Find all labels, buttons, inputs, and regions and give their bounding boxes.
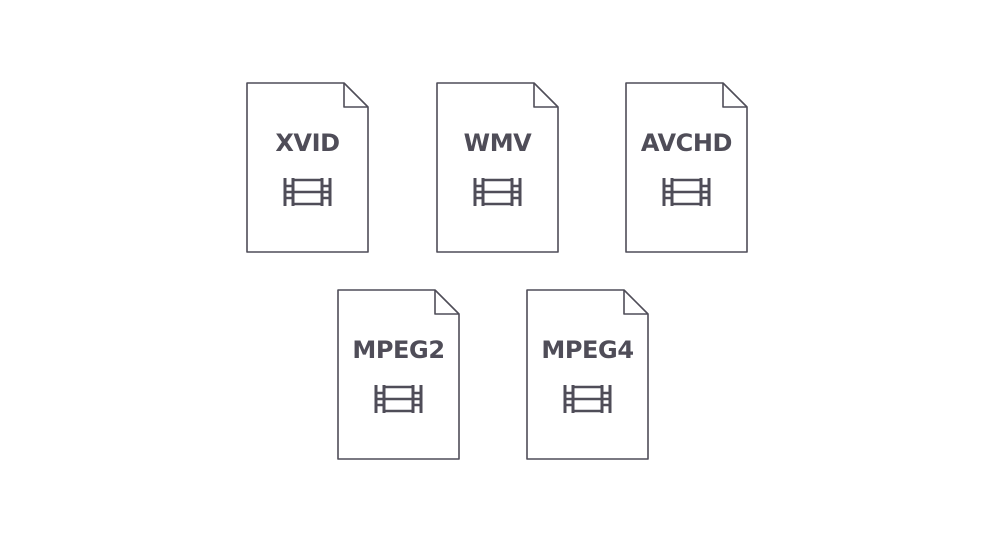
document-icon: [625, 82, 748, 253]
document-icon: [526, 289, 649, 460]
file-type-label: AVCHD: [640, 129, 733, 157]
file-wmv[interactable]: WMV: [436, 82, 559, 254]
film-strip-icon: [563, 385, 612, 413]
file-mpeg4[interactable]: MPEG4: [526, 289, 649, 461]
document-icon: [436, 82, 559, 253]
file-type-label: XVID: [275, 129, 340, 157]
film-strip-icon: [374, 385, 423, 413]
film-strip-icon: [473, 178, 522, 206]
file-avchd[interactable]: AVCHD: [625, 82, 748, 254]
document-icon: [337, 289, 460, 460]
film-strip-icon: [283, 178, 332, 206]
file-xvid[interactable]: XVID: [246, 82, 369, 254]
film-strip-icon: [662, 178, 711, 206]
file-type-label: MPEG4: [541, 336, 634, 364]
file-type-label: WMV: [463, 129, 532, 157]
file-mpeg2[interactable]: MPEG2: [337, 289, 460, 461]
file-type-label: MPEG2: [352, 336, 445, 364]
document-icon: [246, 82, 369, 253]
